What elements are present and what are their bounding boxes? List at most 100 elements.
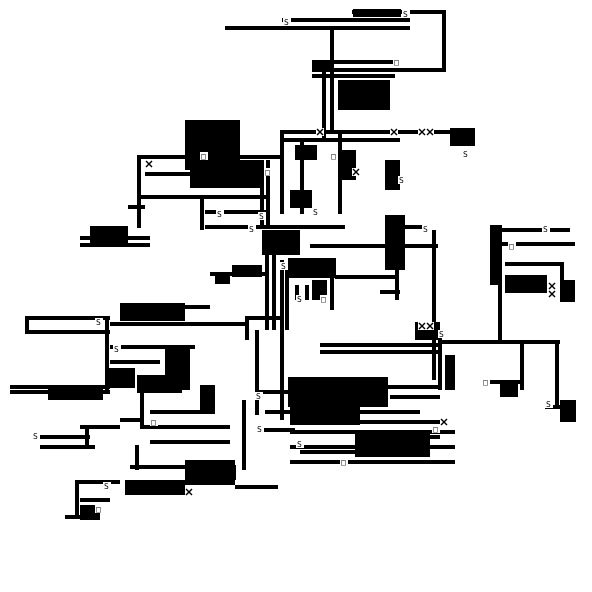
corridor-segment: [330, 68, 446, 72]
svg-text:□: □: [433, 425, 438, 434]
room-block: [288, 258, 336, 278]
grate-tile: [548, 282, 556, 290]
room-block: [125, 480, 185, 495]
svg-text:□: □: [151, 418, 156, 427]
room-block: [290, 405, 360, 425]
door-tile: □: [393, 58, 401, 67]
room-layer: [48, 9, 576, 520]
stair-tile: S: [283, 18, 291, 27]
corridor-segment: [242, 400, 246, 470]
svg-text:S: S: [399, 176, 404, 185]
room-block: [505, 275, 547, 293]
corridor-segment: [312, 74, 395, 78]
corridor-segment: [255, 390, 290, 394]
corridor-segment: [272, 230, 276, 330]
corridor-segment: [135, 445, 139, 470]
corridor-segment: [225, 26, 410, 30]
svg-text:S: S: [297, 295, 302, 304]
svg-text:□: □: [96, 505, 101, 514]
stair-tile: S: [402, 10, 410, 19]
corridor-segment: [322, 68, 326, 140]
corridor-segment: [110, 360, 160, 364]
corridor-segment: [395, 260, 399, 300]
room-block: [232, 265, 262, 277]
svg-text:S: S: [104, 482, 109, 491]
door-tile: □: [150, 418, 158, 427]
grate-tile: [426, 128, 434, 136]
svg-text:□: □: [321, 295, 326, 304]
svg-text:S: S: [217, 210, 222, 219]
room-block: [560, 400, 576, 422]
svg-text:S: S: [313, 208, 318, 217]
svg-text:S: S: [96, 318, 101, 327]
corridor-segment: [380, 385, 440, 389]
svg-text:□: □: [483, 378, 488, 387]
room-block: [137, 375, 182, 393]
corridor-segment: [140, 425, 230, 429]
door-tile: □: [508, 242, 516, 251]
grate-tile: [390, 128, 398, 136]
corridor-segment: [75, 480, 79, 515]
svg-text:S: S: [403, 10, 408, 19]
room-block: [355, 432, 430, 457]
room-block: [262, 230, 300, 255]
corridor-segment: [75, 480, 120, 484]
corridor-segment: [248, 316, 280, 320]
room-block: [385, 215, 405, 270]
corridor-segment: [312, 60, 400, 64]
svg-text:□: □: [509, 242, 514, 251]
room-block: [90, 226, 128, 246]
corridor-segment: [310, 244, 438, 248]
corridor-segment: [260, 160, 264, 228]
room-block: [450, 128, 475, 146]
stair-tile: S: [248, 225, 256, 234]
corridor-segment: [360, 420, 440, 424]
room-block: [385, 160, 400, 190]
svg-text:S: S: [439, 330, 444, 339]
corridor-segment: [40, 435, 90, 439]
corridor-segment: [205, 225, 345, 229]
corridor-segment: [266, 160, 270, 228]
grate-tile: [548, 290, 556, 298]
corridor-segment: [150, 440, 230, 444]
corridor-segment: [440, 340, 560, 344]
room-block: [290, 190, 312, 208]
corridor-segment: [25, 316, 29, 330]
corridor-segment: [490, 228, 570, 232]
stair-tile: S: [32, 432, 40, 441]
stair-tile: S: [438, 330, 446, 339]
stair-tile: S: [296, 440, 304, 449]
room-block: [105, 368, 135, 388]
corridor-segment: [438, 330, 442, 390]
corridor-segment: [145, 172, 190, 176]
stair-tile: S: [545, 400, 553, 409]
corridor-segment: [265, 230, 269, 330]
svg-text:□: □: [341, 458, 346, 467]
room-block: [490, 225, 502, 285]
corridor-segment: [335, 275, 395, 279]
corridor-segment: [245, 316, 249, 340]
grate-tile: [426, 322, 434, 330]
corridor-segment: [560, 262, 564, 285]
corridor-segment: [280, 130, 475, 134]
svg-text:S: S: [259, 212, 264, 221]
corridor-segment: [137, 155, 141, 228]
corridor-segment: [505, 262, 560, 266]
svg-text:S: S: [543, 225, 548, 234]
room-block: [200, 385, 215, 410]
corridor-segment: [320, 350, 440, 354]
corridor-segment: [80, 425, 120, 429]
corridor-segment: [280, 130, 284, 214]
corridor-segment: [130, 465, 230, 469]
svg-text:S: S: [114, 345, 119, 354]
corridor-segment: [305, 285, 309, 300]
corridor-segment: [185, 460, 235, 485]
door-tile: □: [200, 152, 208, 161]
room-block: [362, 92, 390, 110]
corridor-segment: [255, 330, 259, 415]
corridor-segment: [555, 340, 559, 405]
door-tile: □: [432, 425, 440, 434]
stair-tile: S: [113, 345, 121, 354]
